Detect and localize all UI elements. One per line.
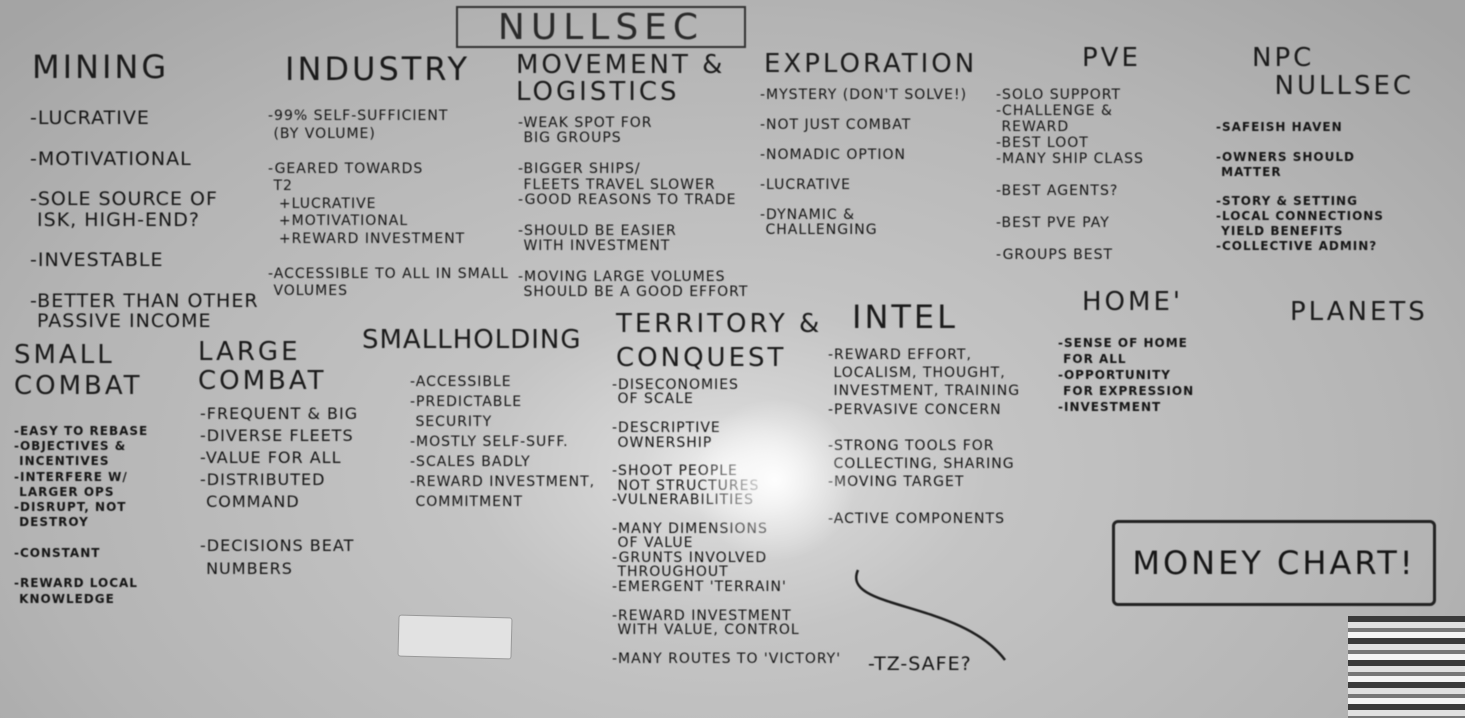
exploration-notes: -MYSTERY (DON'T SOLVE!) -NOT JUST COMBAT… bbox=[760, 87, 968, 238]
planets-heading: PLANETS bbox=[1290, 297, 1428, 327]
industry-heading: INDUSTRY bbox=[285, 50, 471, 88]
small-combat-notes: -EASY TO REBASE -OBJECTIVES & INCENTIVES… bbox=[14, 424, 149, 606]
smallholding-notes: -ACCESSIBLE -PREDICTABLE SECURITY -MOSTL… bbox=[410, 374, 596, 511]
exploration-heading: EXPLORATION bbox=[764, 49, 978, 79]
home-notes: -SENSE OF HOME FOR ALL -OPPORTUNITY FOR … bbox=[1058, 336, 1195, 414]
pve-heading: PVE bbox=[1082, 43, 1141, 73]
small-combat-heading: SMALL COMBAT bbox=[14, 340, 143, 402]
intel-notes: -REWARD EFFORT, LOCALISM, THOUGHT, INVES… bbox=[828, 347, 1021, 527]
industry-notes: -99% SELF-SUFFICIENT (BY VOLUME) -GEARED… bbox=[268, 108, 509, 299]
mining-heading: MINING bbox=[32, 48, 170, 86]
home-heading: HOME' bbox=[1082, 287, 1184, 317]
light-glare bbox=[690, 400, 860, 560]
board-title: NULLSEC bbox=[456, 6, 746, 48]
corner-sticker bbox=[1348, 616, 1465, 718]
npc-heading: NPC NULLSEC bbox=[1252, 43, 1415, 102]
tz-safe-note: -TZ-SAFE? bbox=[868, 653, 972, 675]
whiteboard-magnet bbox=[397, 614, 513, 660]
large-combat-notes: -FREQUENT & BIG -DIVERSE FLEETS -VALUE F… bbox=[200, 404, 359, 578]
npc-notes: -SAFEISH HAVEN -OWNERS SHOULD MATTER -ST… bbox=[1216, 120, 1384, 253]
pve-notes: -SOLO SUPPORT -CHALLENGE & REWARD -BEST … bbox=[996, 87, 1144, 263]
movement-notes: -WEAK SPOT FOR BIG GROUPS -BIGGER SHIPS/… bbox=[518, 115, 749, 301]
intel-heading: INTEL bbox=[852, 298, 958, 336]
large-combat-heading: LARGE COMBAT bbox=[198, 337, 327, 397]
movement-heading: MOVEMENT & LOGISTICS bbox=[516, 50, 726, 108]
money-chart-box: MONEY CHART! bbox=[1112, 520, 1436, 606]
smallholding-heading: SMALLHOLDING bbox=[362, 325, 582, 355]
territory-heading: TERRITORY & CONQUEST bbox=[616, 309, 823, 373]
mining-notes: -LUCRATIVE -MOTIVATIONAL -SOLE SOURCE OF… bbox=[30, 107, 259, 333]
